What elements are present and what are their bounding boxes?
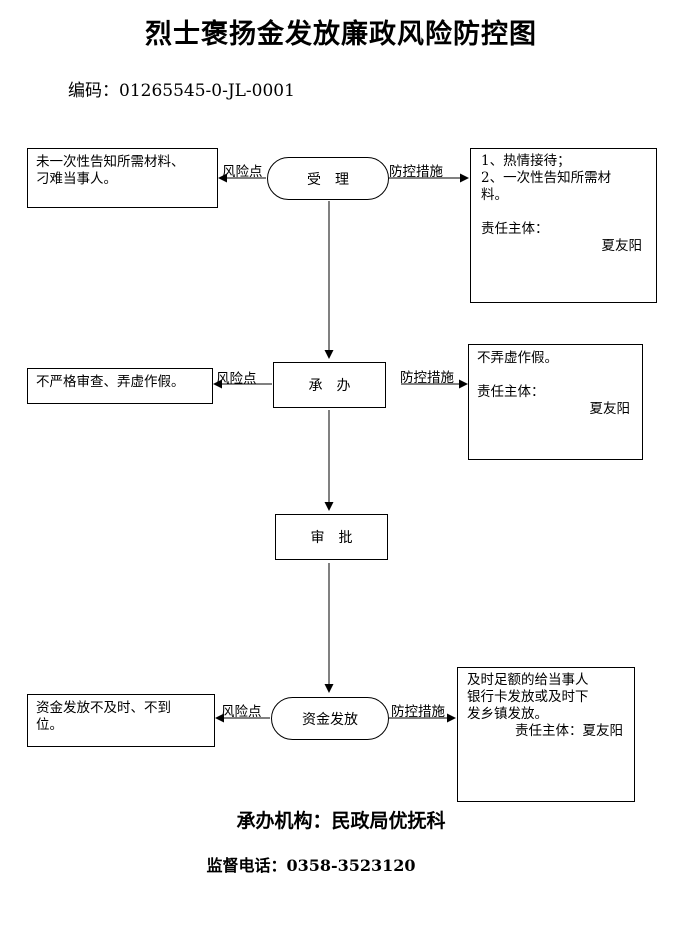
risk-text-line: 未一次性告知所需材料、 xyxy=(36,154,185,170)
owner-line: 责任主体：夏友阳 xyxy=(515,723,623,739)
risk-point-label: 风险点 xyxy=(216,371,257,387)
step-handle: 承 办 xyxy=(273,362,386,408)
control-text-line: 2、一次性告知所需材 xyxy=(481,170,612,186)
control-measure-label: 防控措施 xyxy=(389,164,443,180)
risk-text-line: 不严格审查、弄虚作假。 xyxy=(36,374,185,390)
step-accept-label: 受 理 xyxy=(307,171,349,188)
risk-point-label: 风险点 xyxy=(221,704,262,720)
step-disburse: 资金发放 xyxy=(271,697,389,740)
risk-text-line: 刁难当事人。 xyxy=(36,171,117,187)
step-disburse-label: 资金发放 xyxy=(302,711,358,728)
risk-box-disburse: 资金发放不及时、不到 位。 xyxy=(27,694,215,747)
control-text-line: 及时足额的给当事人 xyxy=(467,672,589,688)
risk-text-line: 资金发放不及时、不到 xyxy=(36,700,171,716)
step-approve-label: 审 批 xyxy=(310,530,353,546)
control-text-line: 不弄虚作假。 xyxy=(477,350,558,366)
step-accept: 受 理 xyxy=(267,157,389,200)
step-approve: 审 批 xyxy=(275,514,388,560)
owner-name: 夏友阳 xyxy=(601,238,643,254)
control-text-line: 1、热情接待； xyxy=(481,153,571,169)
page-title: 烈士褒扬金发放廉政风险防控图 xyxy=(145,19,537,50)
control-text-line: 银行卡发放或及时下 xyxy=(467,689,589,705)
risk-box-accept: 未一次性告知所需材料、 刁难当事人。 xyxy=(27,148,218,208)
risk-point-label: 风险点 xyxy=(222,164,263,180)
risk-box-handle: 不严格审查、弄虚作假。 xyxy=(27,368,213,404)
control-box-accept: 1、热情接待； 2、一次性告知所需材 料。 责任主体： 夏友阳 xyxy=(470,148,657,303)
phone-footer: 监督电话：0358-3523120 xyxy=(206,856,416,875)
control-measure-label: 防控措施 xyxy=(391,704,445,720)
risk-text-line: 位。 xyxy=(36,717,63,733)
document-code: 编码：01265545-0-JL-0001 xyxy=(68,81,295,101)
control-text-line: 料。 xyxy=(481,187,508,203)
step-handle-label: 承 办 xyxy=(308,378,351,394)
control-measure-label: 防控措施 xyxy=(400,370,454,386)
control-box-handle: 不弄虚作假。 责任主体： 夏友阳 xyxy=(468,344,643,460)
control-text-line: 发乡镇发放。 xyxy=(467,706,548,722)
owner-label: 责任主体： xyxy=(477,384,545,400)
agency-footer: 承办机构：民政局优抚科 xyxy=(236,810,446,832)
control-box-disburse: 及时足额的给当事人 银行卡发放或及时下 发乡镇发放。 责任主体：夏友阳 xyxy=(457,667,635,802)
owner-label: 责任主体： xyxy=(481,221,549,237)
owner-name: 夏友阳 xyxy=(589,401,631,417)
